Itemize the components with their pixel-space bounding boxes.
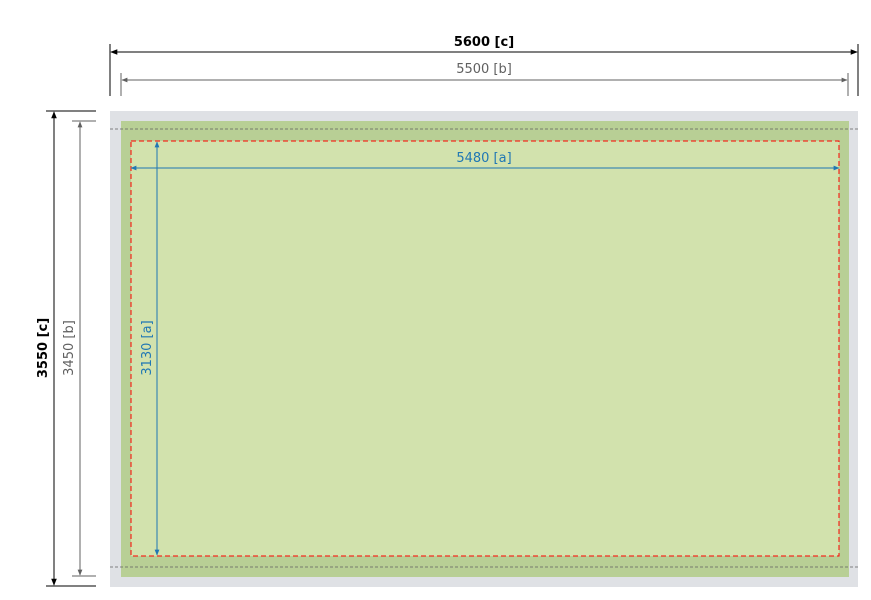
safe-area-outline (130, 140, 840, 557)
width-b-label: 5500 [b] (456, 62, 512, 77)
height-b-label: 3450 [b] (62, 320, 77, 376)
height-c-label: 3550 [c] (36, 318, 51, 378)
width-c-label: 5600 [c] (454, 35, 514, 50)
height-a-label: 3130 [a] (140, 320, 155, 375)
inner-panel (131, 141, 839, 556)
width-a-label: 5480 [a] (456, 151, 511, 166)
